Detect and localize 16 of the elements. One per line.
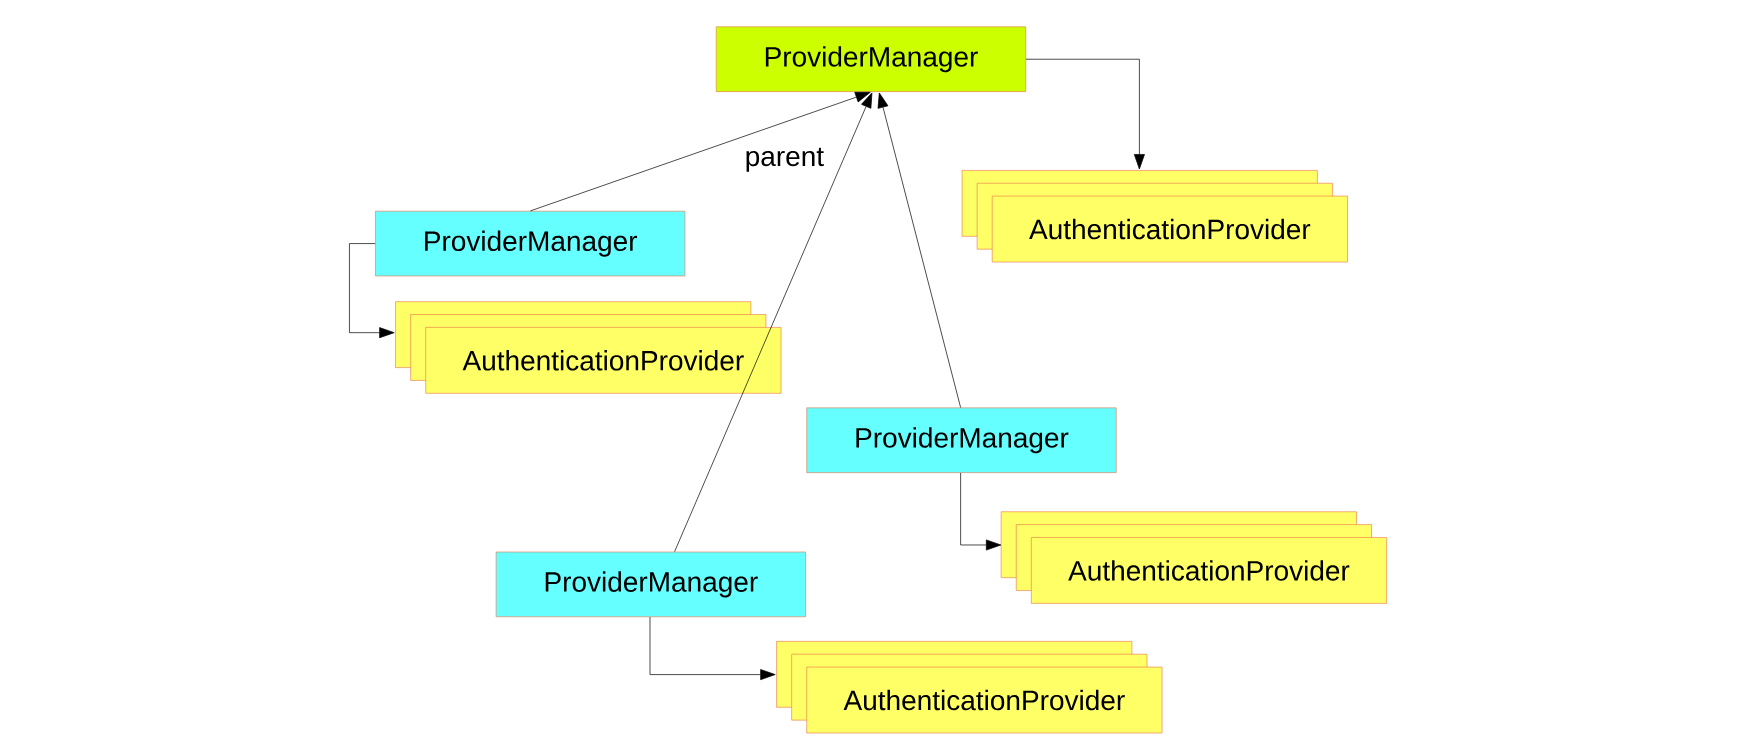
class-box: ProviderManager (806, 407, 1117, 473)
class-box: ProviderManager (495, 551, 806, 618)
stacked-class-box: AuthenticationProvider (776, 641, 1163, 734)
class-box: ProviderManager (375, 210, 686, 277)
arrow (530, 91, 871, 212)
edge-label: parent (743, 146, 826, 173)
arrow (649, 616, 776, 681)
stacked-class-box: AuthenticationProvider (961, 170, 1348, 263)
arrow (960, 472, 1002, 551)
arrow (877, 92, 961, 408)
stacked-class-box: AuthenticationProvider (395, 301, 782, 394)
arrow (674, 92, 873, 552)
class-box: ProviderManager (715, 26, 1027, 92)
arrow (1025, 58, 1145, 170)
stacked-class-box: AuthenticationProvider (1000, 511, 1387, 604)
arrow (349, 243, 395, 339)
